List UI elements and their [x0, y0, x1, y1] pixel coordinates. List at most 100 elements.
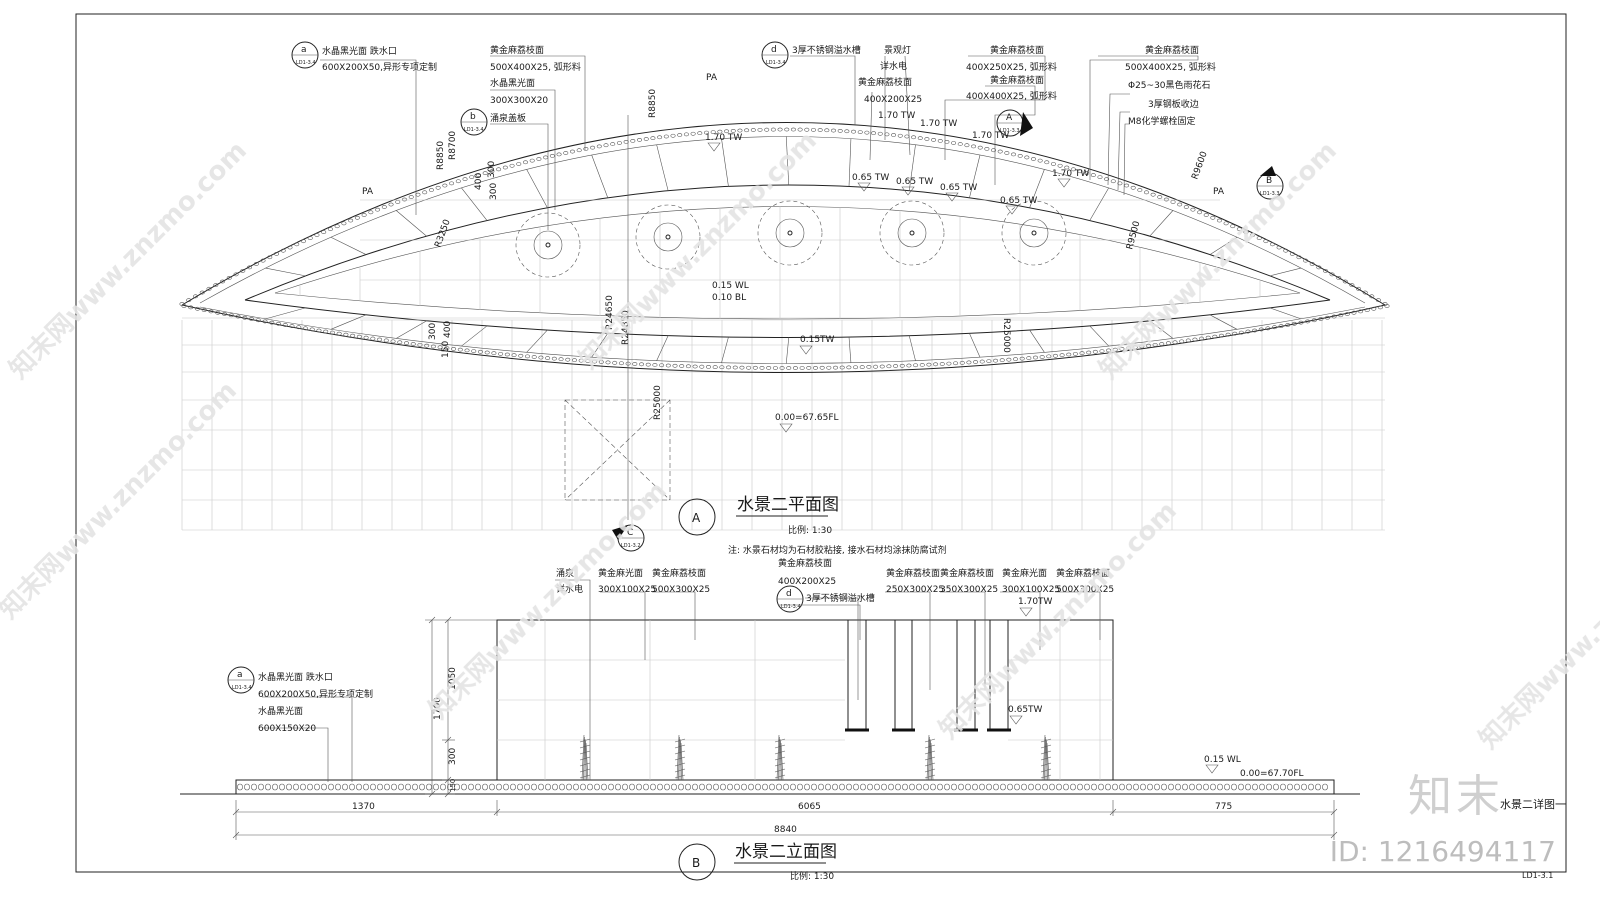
- radius-label: R24650: [605, 295, 615, 330]
- section-callout: C LD1-3.2: [612, 524, 645, 552]
- dimension: 300: [489, 183, 499, 200]
- svg-text:B: B: [1266, 176, 1272, 186]
- annotation: 250X300X25: [886, 585, 944, 595]
- dimension-height: 1700: [433, 697, 443, 720]
- dimension-width: 6065: [798, 802, 821, 812]
- dimension: 400: [443, 321, 453, 338]
- horizontal-dimensions: [232, 800, 1338, 840]
- sheet-border: [75, 13, 1567, 873]
- section-callout: B LD1-3.3: [1256, 166, 1284, 200]
- sheet-number: LD1-3.1: [1522, 871, 1553, 880]
- dimension-height: 150: [449, 779, 457, 792]
- radius-label: R25000: [1001, 318, 1011, 353]
- annotation: 400X200X25: [778, 577, 836, 587]
- annotation: 黄金麻荔枝面: [886, 567, 940, 579]
- fountain-jets: [515, 200, 1067, 278]
- level-wl: 0.15 WL: [712, 281, 749, 291]
- level-fl: 0.00=67.70FL: [1240, 769, 1304, 779]
- dimension-width: 775: [1215, 802, 1232, 812]
- svg-text:a: a: [237, 670, 243, 680]
- annotation: 500X300X25: [652, 585, 710, 595]
- watermark-text: 知末网www.znzmo.com: [1094, 136, 1343, 385]
- annotation: 3厚钢板收边: [1148, 98, 1199, 110]
- annotation: 水晶黑光面 跌水口: [322, 45, 397, 57]
- annotation: 水晶黑光面: [258, 705, 303, 717]
- elevation-title: 水景二立面图: [735, 842, 837, 862]
- watermark-text: 知末网www.znzmo.com: [424, 476, 673, 725]
- annotation: 黄金麻光面: [598, 567, 643, 579]
- annotation: 详水电: [556, 583, 583, 595]
- pa-label: PA: [706, 73, 718, 83]
- annotation: 黄金麻荔枝面: [990, 44, 1044, 56]
- svg-text:LD1-3.4: LD1-3.4: [296, 60, 316, 66]
- callout-bubble: b LD1-3.4: [460, 108, 488, 136]
- annotation: 300X100X25: [1002, 585, 1060, 595]
- level-bl: 0.10 BL: [712, 293, 746, 303]
- callout-bubble: a LD1-3.4: [227, 666, 255, 694]
- elevation-scale: 比例: 1:30: [790, 870, 834, 882]
- brand-logo: 知末: [1408, 771, 1504, 822]
- fountain-jet-elevations: [579, 734, 1052, 781]
- level-tw: 1.70 TW: [705, 133, 742, 143]
- fountain-jet: [635, 204, 701, 270]
- elevation-annotations: 涌泉 详水电 黄金麻光面 300X100X25 黄金麻荔枝面 500X300X2…: [258, 557, 1114, 734]
- radius-label: R9600: [1190, 150, 1209, 181]
- elevation-title-letter: B: [692, 856, 700, 870]
- dimension: 150: [441, 341, 451, 358]
- level-tw: 1.70 TW: [878, 111, 915, 121]
- annotation: 500X400X25, 弧形料: [1125, 61, 1216, 73]
- annotation: 400X400X25, 弧形料: [966, 90, 1057, 102]
- fountain-jet: [879, 200, 945, 266]
- pebble-pattern: [179, 127, 1390, 370]
- elevation-levels: 1.70TW 0.65TW 0.15 WL 0.00=67.70FL: [1008, 597, 1304, 779]
- annotation: 涌泉: [556, 567, 574, 579]
- level-wl: 0.15 WL: [1204, 755, 1241, 765]
- plan-dimensions: 300 400 300 300 400 150: [428, 161, 499, 358]
- svg-text:LD1-3.4: LD1-3.4: [232, 685, 252, 691]
- elevation-pebble-pattern: [237, 783, 1328, 791]
- annotation: 黄金麻荔枝面: [1056, 567, 1110, 579]
- plan-title-block: A 水景二平面图 比例: 1:30 注: 水景石材均为石材胶粘接, 接水石材均涂…: [678, 495, 947, 556]
- radius-label: R24850: [621, 310, 631, 345]
- annotation: 300X100X25: [598, 585, 656, 595]
- annotation: Φ25~30黑色雨花石: [1128, 79, 1211, 91]
- dimension-total: 8840: [774, 825, 797, 835]
- annotation: 600X150X20: [258, 724, 316, 734]
- plan-title-letter: A: [692, 511, 701, 525]
- dimension: 400: [474, 173, 484, 190]
- annotation: 黄金麻荔枝面: [1145, 44, 1199, 56]
- plan-annotations: 水晶黑光面 跌水口 600X200X50,异形专项定制 黄金麻荔枝面 500X4…: [322, 44, 1216, 127]
- annotation: 400X200X25: [864, 95, 922, 105]
- watermark-text: 知末网www.znzmo.com: [4, 136, 253, 385]
- elevation-leaders: [262, 579, 1101, 782]
- svg-text:C: C: [627, 528, 633, 538]
- annotation: 400X250X25, 弧形料: [966, 61, 1057, 73]
- coping-inner-top: [244, 184, 1331, 301]
- pebble-strip: [235, 779, 1335, 795]
- elevation-title-block: B 水景二立面图 比例: 1:30: [678, 842, 837, 882]
- annotation: 3厚不锈钢溢水槽: [806, 592, 875, 604]
- watermark-text: 知末网www.znzmo.com: [1474, 506, 1600, 755]
- annotation: 600X200X50,异形专项定制: [322, 61, 437, 73]
- coping-joints: [265, 136, 1302, 364]
- pa-label: PA: [1213, 187, 1225, 197]
- level-tw: 1.70 TW: [972, 131, 1009, 141]
- plan-scale: 比例: 1:30: [788, 524, 832, 536]
- level-tw-edge: 0.15TW: [800, 335, 835, 345]
- detail-callouts: a LD1-3.4 b LD1-3.4 d LD1-3.4 A LD1-3.3 …: [227, 41, 1284, 694]
- annotation: 350X300X25: [940, 585, 998, 595]
- radius-label: R8850: [436, 141, 446, 170]
- annotation: 黄金麻光面: [1002, 567, 1047, 579]
- level-tw-low: 0.65 TW: [940, 183, 977, 193]
- pool-basin-top: [274, 206, 1301, 294]
- svg-text:LD1-3.3: LD1-3.3: [1260, 191, 1280, 197]
- dimension: 300: [487, 161, 497, 178]
- annotation: 600X200X50,异形专项定制: [258, 688, 373, 700]
- elevation-drawing: [180, 619, 1360, 795]
- level-tw: 1.70 TW: [920, 119, 957, 129]
- level-tw: 1.70 TW: [1052, 169, 1089, 179]
- dimension-width: 1370: [352, 802, 375, 812]
- plan-title: 水景二平面图: [737, 495, 839, 515]
